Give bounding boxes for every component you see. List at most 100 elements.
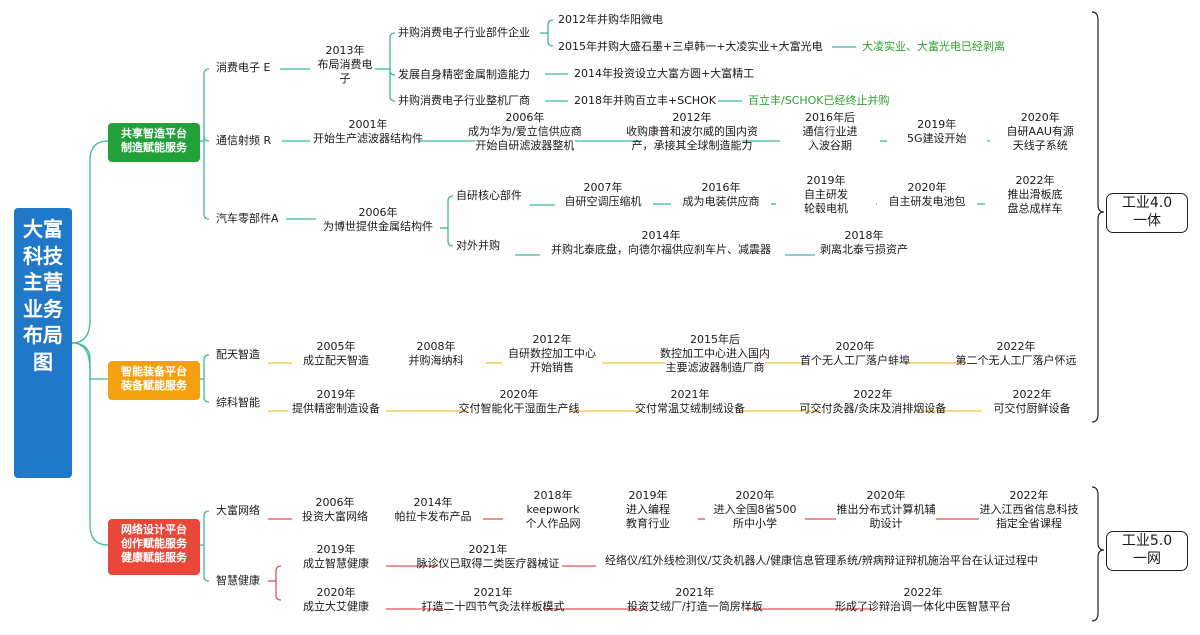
branch-curve xyxy=(203,354,210,361)
health-row2-event: 2022年形成了诊辩治调一体化中医智慧平台 xyxy=(835,586,1011,614)
peitian-event-line: 2022年 xyxy=(996,340,1036,353)
network-event-line: 进入江西省信息科技 xyxy=(979,503,1079,516)
consumer-hub: 2013年布局消费电子 xyxy=(318,44,373,86)
peitian-event: 2015年后数控加工中心进入国内主要滤波器制造厂商 xyxy=(660,333,770,375)
network-event-line: 2018年 xyxy=(533,489,573,502)
health-row2-event: 2021年打造二十四节气灸法样板模式 xyxy=(422,586,565,614)
health-row1-note: 经络仪/红外线检测仪/艾灸机器人/健康信息管理系统/辨病辩证辩机施治平台在认证过… xyxy=(605,554,1038,567)
health-row2-event-line: 打造二十四节气灸法样板模式 xyxy=(421,600,565,613)
telecom-event-line: 产，承接其全球制造能力 xyxy=(631,139,753,152)
root-node: 大富科技主营业务布局图 xyxy=(14,208,72,478)
industry-line: 工业5.0 xyxy=(1121,533,1173,549)
branch-curve xyxy=(203,213,210,220)
telecom-event-line: 天线子系统 xyxy=(1012,139,1068,152)
telecom-event: 2016年后通信行业进入波谷期 xyxy=(803,111,858,153)
zongke-event-line: 2020年 xyxy=(499,388,539,401)
section-network-label: 大富网络 xyxy=(216,504,260,517)
health-row1-event-line: 2021年 xyxy=(468,543,508,556)
branch-curve xyxy=(389,69,396,76)
category-smart-equipment: 智能装备平台 装备赋能服务 xyxy=(108,361,200,400)
category-line: 智能装备平台 xyxy=(121,365,187,378)
consumer-acq-2015: 2015年并购大盛石墨+三卓韩一+大凌实业+大富光电 xyxy=(558,40,823,53)
category-line: 制造赋能服务 xyxy=(121,141,187,154)
auto-core-event-line: 自主研发 xyxy=(804,188,848,201)
zongke-event: 2019年提供精密制造设备 xyxy=(292,388,380,416)
branch-curve xyxy=(447,240,454,247)
network-event-line: 进入编程 xyxy=(626,503,670,516)
auto-core-event-line: 轮毂电机 xyxy=(804,202,848,215)
peitian-event-line: 自研数控加工中心 xyxy=(508,347,596,360)
consumer-sub3-note: 百立丰/SCHOK已经终止并购 xyxy=(748,94,890,107)
telecom-event-line: 入波谷期 xyxy=(808,139,852,152)
telecom-event-line: 开始自研滤波器整机 xyxy=(475,139,575,152)
zongke-event: 2020年交付智能化干湿面生产线 xyxy=(459,388,580,416)
auto-core-event-line: 自主研发电池包 xyxy=(888,195,966,208)
peitian-event-line: 2015年后 xyxy=(690,333,740,346)
root-title: 大富科技主营业务布局图 xyxy=(23,217,63,374)
auto-hub-line: 2006年 xyxy=(358,206,398,219)
auto-ext-event: 2018年剥离北泰亏损资产 xyxy=(820,229,908,257)
bracket-industry-4 xyxy=(1091,11,1105,423)
branch-curve xyxy=(389,32,396,39)
health-row2-event-line: 形成了诊辩治调一体化中医智慧平台 xyxy=(835,600,1011,613)
industry-4-badge: 工业4.0 一体 xyxy=(1106,193,1188,233)
zongke-event-line: 交付常温艾绒制绒设备 xyxy=(635,402,745,415)
category-line: 创作赋能服务 xyxy=(121,537,187,550)
consumer-sub3-label: 并购消费电子行业整机厂商 xyxy=(398,94,530,107)
health-row2-event-line: 成立大艾健康 xyxy=(303,600,369,613)
telecom-event-line: 开始生产滤波器结构件 xyxy=(313,132,423,145)
branch-curve xyxy=(389,95,396,102)
telecom-event-line: 2001年 xyxy=(348,118,388,131)
telecom-event-line: 2020年 xyxy=(1020,111,1060,124)
network-event-line: 2019年 xyxy=(628,489,668,502)
peitian-event-line: 2020年 xyxy=(835,340,875,353)
network-event-line: 推出分布式计算机辅 xyxy=(836,503,936,516)
auto-ext-label: 对外并购 xyxy=(456,239,500,252)
branch-curve xyxy=(275,565,282,572)
auto-core-event-line: 成为电装供应商 xyxy=(682,195,760,208)
auto-hub: 2006年为博世提供金属结构件 xyxy=(323,206,433,234)
auto-core-event: 2016年成为电装供应商 xyxy=(683,181,760,209)
branch-curve xyxy=(447,195,454,202)
telecom-event-line: 自研AAU有源 xyxy=(1006,125,1074,138)
category-line: 健康赋能服务 xyxy=(121,551,187,564)
peitian-event-line: 数控加工中心进入国内 xyxy=(660,347,770,360)
industry-5-badge: 工业5.0 一网 xyxy=(1106,531,1188,571)
auto-core-event-line: 2020年 xyxy=(907,181,947,194)
auto-ext-event: 2014年并购北泰底盘，向德尔福供应刹车片、减震器 xyxy=(551,229,771,257)
peitian-event-line: 开始销售 xyxy=(530,361,574,374)
network-event-line: 进入全国8省500 xyxy=(713,503,797,516)
zongke-event: 2021年交付常温艾绒制绒设备 xyxy=(635,388,745,416)
branch-curve xyxy=(547,40,554,47)
telecom-event: 2020年自研AAU有源天线子系统 xyxy=(1007,111,1074,153)
telecom-event-line: 2006年 xyxy=(505,111,545,124)
category-line: 装备赋能服务 xyxy=(121,379,187,392)
branch-curve xyxy=(547,19,554,26)
consumer-acq-2012: 2012年并购华阳微电 xyxy=(558,13,663,26)
category-shared-manufacturing: 共享智造平台 制造赋能服务 xyxy=(108,123,200,162)
zongke-event-line: 2022年 xyxy=(853,388,893,401)
auto-hub-line: 为博世提供金属结构件 xyxy=(323,220,433,233)
consumer-sub1-label: 并购消费电子行业部件企业 xyxy=(398,26,530,39)
health-row2-event-line: 投资艾绒厂/打造一简房样板 xyxy=(627,600,763,613)
network-event-line: 帕拉卡发布产品 xyxy=(394,510,472,523)
peitian-event: 2012年自研数控加工中心开始销售 xyxy=(508,333,596,375)
auto-core-event: 2019年自主研发轮毂电机 xyxy=(804,174,848,216)
network-event: 2014年帕拉卡发布产品 xyxy=(395,496,472,524)
network-event: 2019年进入编程教育行业 xyxy=(626,489,670,531)
telecom-event-line: 2012年 xyxy=(672,111,712,124)
telecom-event: 2001年开始生产滤波器结构件 xyxy=(313,118,423,146)
consumer-sub2-label: 发展自身精密金属制造能力 xyxy=(398,68,530,81)
network-event-line: keepwork xyxy=(526,503,580,516)
peitian-event: 2008年并购海纳科 xyxy=(409,340,464,368)
network-event-line: 2020年 xyxy=(866,489,906,502)
auto-core-event: 2007年自研空调压缩机 xyxy=(565,181,642,209)
branch-curve xyxy=(275,594,282,601)
zongke-event-line: 交付智能化干湿面生产线 xyxy=(458,402,580,415)
industry-line: 一网 xyxy=(1133,551,1161,567)
auto-core-event-line: 盘总成样车 xyxy=(1007,202,1063,215)
branch-curve xyxy=(203,510,210,517)
health-row1-event-line: 2019年 xyxy=(316,543,356,556)
auto-core-event: 2022年推出滑板底盘总成样车 xyxy=(1008,174,1063,216)
